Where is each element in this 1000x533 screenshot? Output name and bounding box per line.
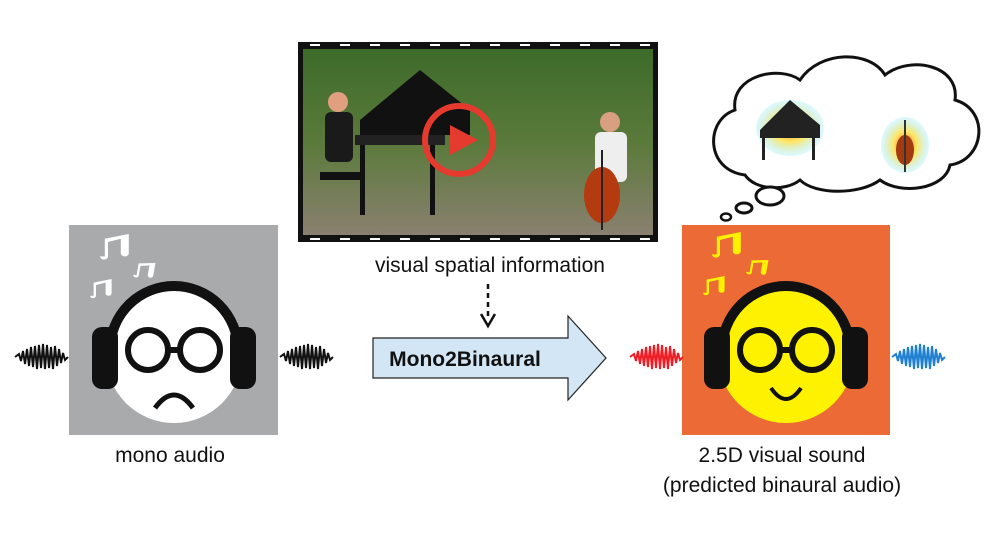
- glasses: [125, 327, 223, 373]
- output-caption-line2: (predicted binaural audio): [663, 474, 901, 497]
- model-name-label: Mono2Binaural: [389, 348, 541, 371]
- glasses: [737, 327, 835, 373]
- dashed-down-arrow: [479, 284, 497, 329]
- mono2binaural-arrow: Mono2Binaural: [372, 314, 607, 402]
- piano-icon: [756, 100, 824, 160]
- mono-audio-panel: [69, 225, 278, 435]
- video-frame[interactable]: [298, 42, 658, 242]
- sad-face-icon: [106, 287, 242, 423]
- frown: [152, 392, 196, 410]
- output-caption-line1: 2.5D visual sound: [699, 444, 866, 467]
- smile: [769, 386, 803, 401]
- cellist: [584, 112, 627, 230]
- right-channel-waveform: [891, 343, 946, 370]
- play-icon[interactable]: [422, 103, 496, 177]
- video-caption: visual spatial information: [375, 254, 605, 277]
- pianist: [320, 92, 360, 180]
- left-channel-waveform: [629, 343, 684, 370]
- piano-icon: [355, 70, 470, 215]
- headphones-icon: [92, 281, 256, 389]
- headphones-icon: [704, 281, 868, 389]
- happy-face-icon: [718, 287, 854, 423]
- film-strip-perforations: [310, 44, 650, 240]
- thought-cloud-icon: [712, 55, 981, 222]
- binaural-audio-panel: [682, 225, 890, 435]
- cello-icon: [881, 117, 929, 173]
- input-caption: mono audio: [115, 444, 225, 467]
